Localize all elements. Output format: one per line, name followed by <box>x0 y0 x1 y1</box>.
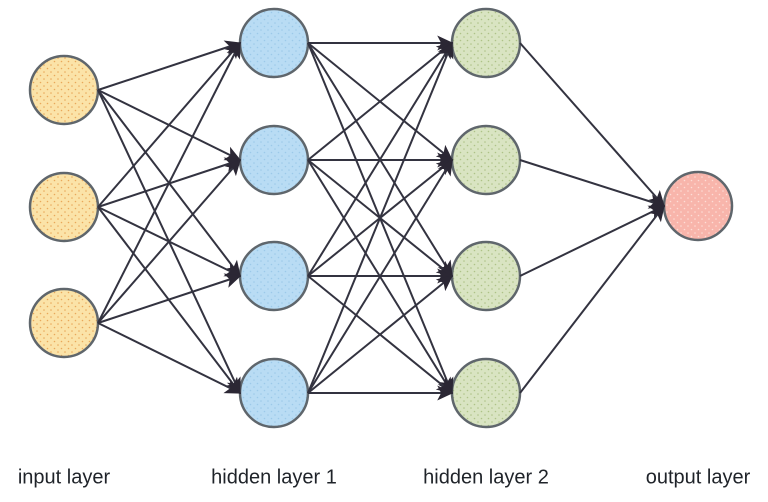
edge-hidden2-1-to-output-1 <box>519 42 665 208</box>
input-node-3 <box>28 287 100 359</box>
edge-input-1-to-hidden1-1 <box>97 40 242 91</box>
edge-hidden1-3-to-hidden2-1 <box>307 41 453 277</box>
edge-hidden2-2-to-output-1 <box>519 159 666 209</box>
edge-input-3-to-hidden1-1 <box>97 41 241 324</box>
edge-input-2-to-hidden1-1 <box>97 41 241 208</box>
edge-hidden2-3-to-output-1 <box>519 205 666 277</box>
hidden1-node-2 <box>238 124 310 196</box>
hidden2-node-3 <box>450 240 522 312</box>
edge-hidden1-4-to-hidden2-2 <box>307 158 453 394</box>
input-node-1 <box>28 54 100 126</box>
input-node-2 <box>28 171 100 243</box>
hidden1-node-4 <box>238 357 310 429</box>
hidden2-node-4 <box>450 357 522 429</box>
hidden1-node-3 <box>238 240 310 312</box>
edge-input-3-to-hidden1-4 <box>97 322 242 394</box>
edge-input-3-to-hidden1-3 <box>97 273 242 324</box>
label-hidden-layer-1: hidden layer 1 <box>211 466 337 489</box>
edge-hidden1-4-to-hidden2-1 <box>307 41 454 394</box>
edge-hidden1-2-to-hidden2-1 <box>307 42 454 161</box>
edge-hidden1-4-to-hidden2-3 <box>307 275 454 394</box>
output-node-1 <box>662 170 734 242</box>
label-input-layer: input layer <box>17 466 111 489</box>
edge-input-3-to-hidden1-2 <box>97 158 241 324</box>
hidden1-node-1 <box>238 7 310 79</box>
edge-hidden2-4-to-output-1 <box>519 204 665 394</box>
label-output-layer: output layer <box>645 466 751 489</box>
hidden2-node-1 <box>450 7 522 79</box>
label-hidden-layer-2: hidden layer 2 <box>423 466 549 489</box>
hidden2-node-2 <box>450 124 522 196</box>
